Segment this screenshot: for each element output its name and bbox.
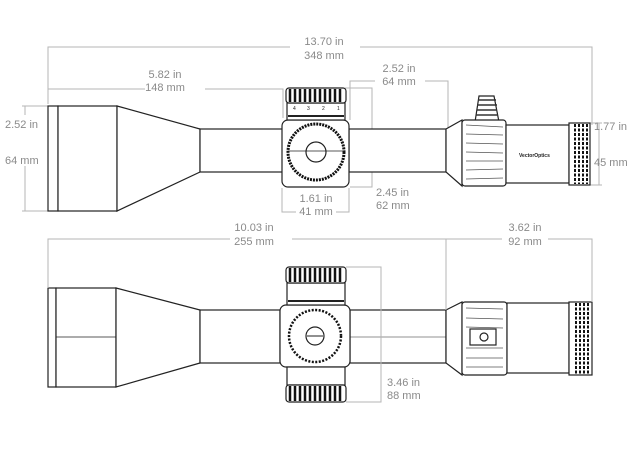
turret-to-eyepiece-mm: 64 mm [382, 76, 416, 88]
turret-width-mm: 41 mm [299, 206, 333, 218]
top-view: 13.70 in 348 mm 5.82 in 148 mm 2.52 in 6… [5, 36, 628, 218]
scope-side-body [47, 266, 593, 403]
eyepiece-length-mm: 92 mm [508, 236, 542, 248]
turret-height-in: 2.45 in [376, 187, 409, 199]
objective-to-turret-dimension: 5.82 in 148 mm [48, 69, 284, 118]
eyepiece-diameter-dimension: 1.77 in 45 mm [590, 121, 628, 186]
overall-length-mm: 348 mm [304, 50, 344, 62]
front-tube [199, 128, 284, 173]
eyepiece-diameter-in: 1.77 in [594, 121, 627, 133]
turret-span-in: 3.46 in [387, 377, 420, 389]
turret-to-eyepiece-dimension: 2.52 in 64 mm [349, 63, 449, 128]
objective-taper [115, 287, 201, 388]
parallax-scale [286, 366, 346, 386]
rear-tube [348, 128, 447, 173]
objective-to-turret-mm: 148 mm [145, 82, 185, 94]
objective-diameter-in: 2.52 in [5, 119, 38, 131]
eyepiece-body [505, 124, 570, 184]
overall-length-in: 13.70 in [304, 36, 343, 48]
eyepiece-body [506, 302, 570, 374]
svg-text:3: 3 [307, 106, 310, 112]
eyepiece-diameter-mm: 45 mm [594, 157, 628, 169]
eyepiece-length-dimension: 3.62 in 92 mm [446, 222, 593, 302]
eyepiece-taper [445, 301, 463, 377]
objective-to-turret-in: 5.82 in [148, 69, 181, 81]
svg-text:4: 4 [293, 106, 296, 112]
front-tube [199, 309, 281, 364]
svg-text:1: 1 [337, 106, 340, 112]
objective-bell [57, 105, 118, 212]
diopter-ring [568, 301, 593, 376]
front-length-mm: 255 mm [234, 236, 274, 248]
turret-span-dimension: 3.46 in 88 mm [346, 266, 421, 403]
objective-bell [55, 287, 117, 388]
turret-width-dimension: 1.61 in 41 mm [281, 188, 350, 218]
turret-width-in: 1.61 in [299, 193, 332, 205]
objective-diameter-mm: 64 mm [5, 155, 39, 167]
eyepiece-taper [445, 118, 463, 188]
side-view: 10.03 in 255 mm 3.62 in 92 mm 3.46 in 88… [47, 222, 593, 403]
turret-span-mm: 88 mm [387, 390, 421, 402]
objective-taper [116, 105, 201, 212]
turret-to-eyepiece-in: 2.52 in [382, 63, 415, 75]
turret-height-mm: 62 mm [376, 200, 410, 212]
brand-logo: VectorOptics [519, 153, 550, 159]
eyepiece-length-in: 3.62 in [508, 222, 541, 234]
rear-tube [349, 309, 447, 364]
front-length-in: 10.03 in [234, 222, 273, 234]
scope-top-body: 4 3 2 1 VectorOptics [47, 87, 591, 212]
objective-diameter-dimension: 2.52 in 64 mm [5, 105, 48, 212]
objective-rim [47, 105, 59, 212]
overall-length-dimension: 13.70 in 348 mm [47, 36, 593, 125]
svg-text:2: 2 [322, 106, 325, 112]
objective-rim [47, 287, 57, 388]
windage-cap [305, 141, 327, 163]
elevation-scale-marks: 4 3 2 1 [288, 106, 344, 117]
